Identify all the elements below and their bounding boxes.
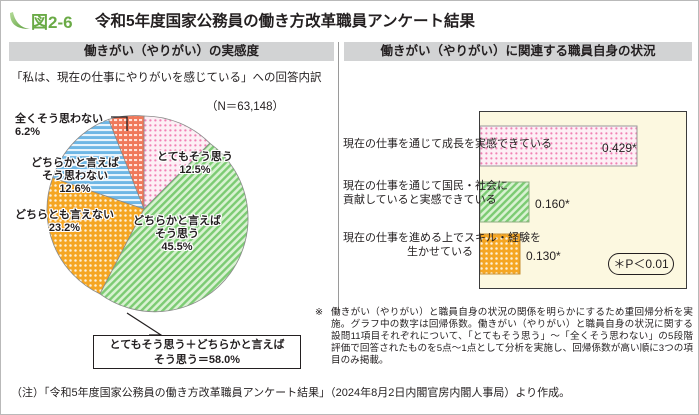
figure-number: 図2-6 (31, 13, 73, 32)
pie-chart-svg (46, 115, 249, 313)
figure-title-row: 図2-6 令和5年度国家公務員の働き方改革職員アンケート結果 (1, 7, 699, 35)
bar-growth (479, 125, 638, 167)
bar-series (479, 125, 638, 275)
figure-badge: 図2-6 (9, 8, 81, 32)
pie-chart: 全くそう思わない 6.2% どちらかと言えば そう思わない 12.6% どちらと… (9, 109, 334, 314)
significance-legend: ＊P＜0.01 (608, 253, 674, 275)
right-panel-header: 働きがい（やりがい）に関連する職員自身の状況 (344, 42, 692, 61)
pie-sample-size: （N＝63,148） (206, 101, 284, 113)
pie-subtitle: 「私は、現在の仕事にやりがいを感じている」への回答内訳 (11, 72, 322, 84)
pie-slice-totemo (143, 115, 211, 210)
leaf-icon (10, 12, 30, 29)
footnote: ※ 働きがい（やりがい）と職員自身の状況の関係を明らかにするため重回帰分析を実施… (315, 307, 693, 367)
bar-value-growth: 0.429* (602, 141, 637, 155)
pie-label-mattaku: 全くそう思わない 6.2% (15, 113, 103, 138)
pie-slice-mattaku (108, 115, 145, 210)
pie-leader-line (111, 116, 128, 131)
left-panel-header: 働きがい（やりがい）の実感度 (9, 42, 334, 61)
pie-label-dochiratomo: どちらとも言えない 23.2% (15, 209, 114, 234)
bar-chart-svg (479, 125, 638, 275)
pie-label-totemo: とてもそう思う 12.5% (157, 151, 233, 176)
footnote-mark: ※ (315, 307, 324, 318)
bar-value-skill: 0.130* (526, 249, 561, 263)
source-note: （注）「令和5年度国家公務員の働き方改革職員アンケート結果」（2024年8月2日… (11, 386, 691, 400)
pie-label-dochiraka-sou: どちらかと言えば そう思う 45.5% (133, 215, 221, 253)
footnote-text: 働きがい（やりがい）と職員自身の状況の関係を明らかにするため重回帰分析を実施。グ… (331, 307, 693, 367)
pie-label-dochiraka-omowanai: どちらかと言えば そう思わない 12.6% (31, 157, 119, 195)
source-note-text: 「令和5年度国家公務員の働き方改革職員アンケート結果」（2024年8月2日内閣官… (44, 387, 571, 399)
bar-skill (479, 233, 521, 275)
bar-label-contribution: 現在の仕事を通じて国民・社会に 貢献していると実感できている (343, 180, 508, 206)
source-note-label: （注） (11, 387, 44, 399)
bar-value-contribution: 0.160* (535, 197, 570, 211)
bar-chart-plot-area (479, 111, 687, 289)
bar-label-growth: 現在の仕事を通じて成長を実感できている (343, 138, 552, 150)
panel-divider (338, 42, 339, 314)
bar-label-skill: 現在の仕事を進める上でスキル・経験を 生かせている (343, 232, 541, 258)
pie-slice-dochiratomo (46, 177, 145, 295)
pie-slice-dochiraka-sou (99, 142, 249, 313)
page-title: 令和5年度国家公務員の働き方改革職員アンケート結果 (95, 13, 476, 30)
pie-callout-box: とてもそう思う＋どちらかと言えば そう思う＝58.0% (93, 335, 301, 369)
bar-contribution (479, 181, 530, 223)
pie-slice-dochiraka-omowanai (52, 118, 145, 210)
pie-slices (46, 115, 249, 313)
